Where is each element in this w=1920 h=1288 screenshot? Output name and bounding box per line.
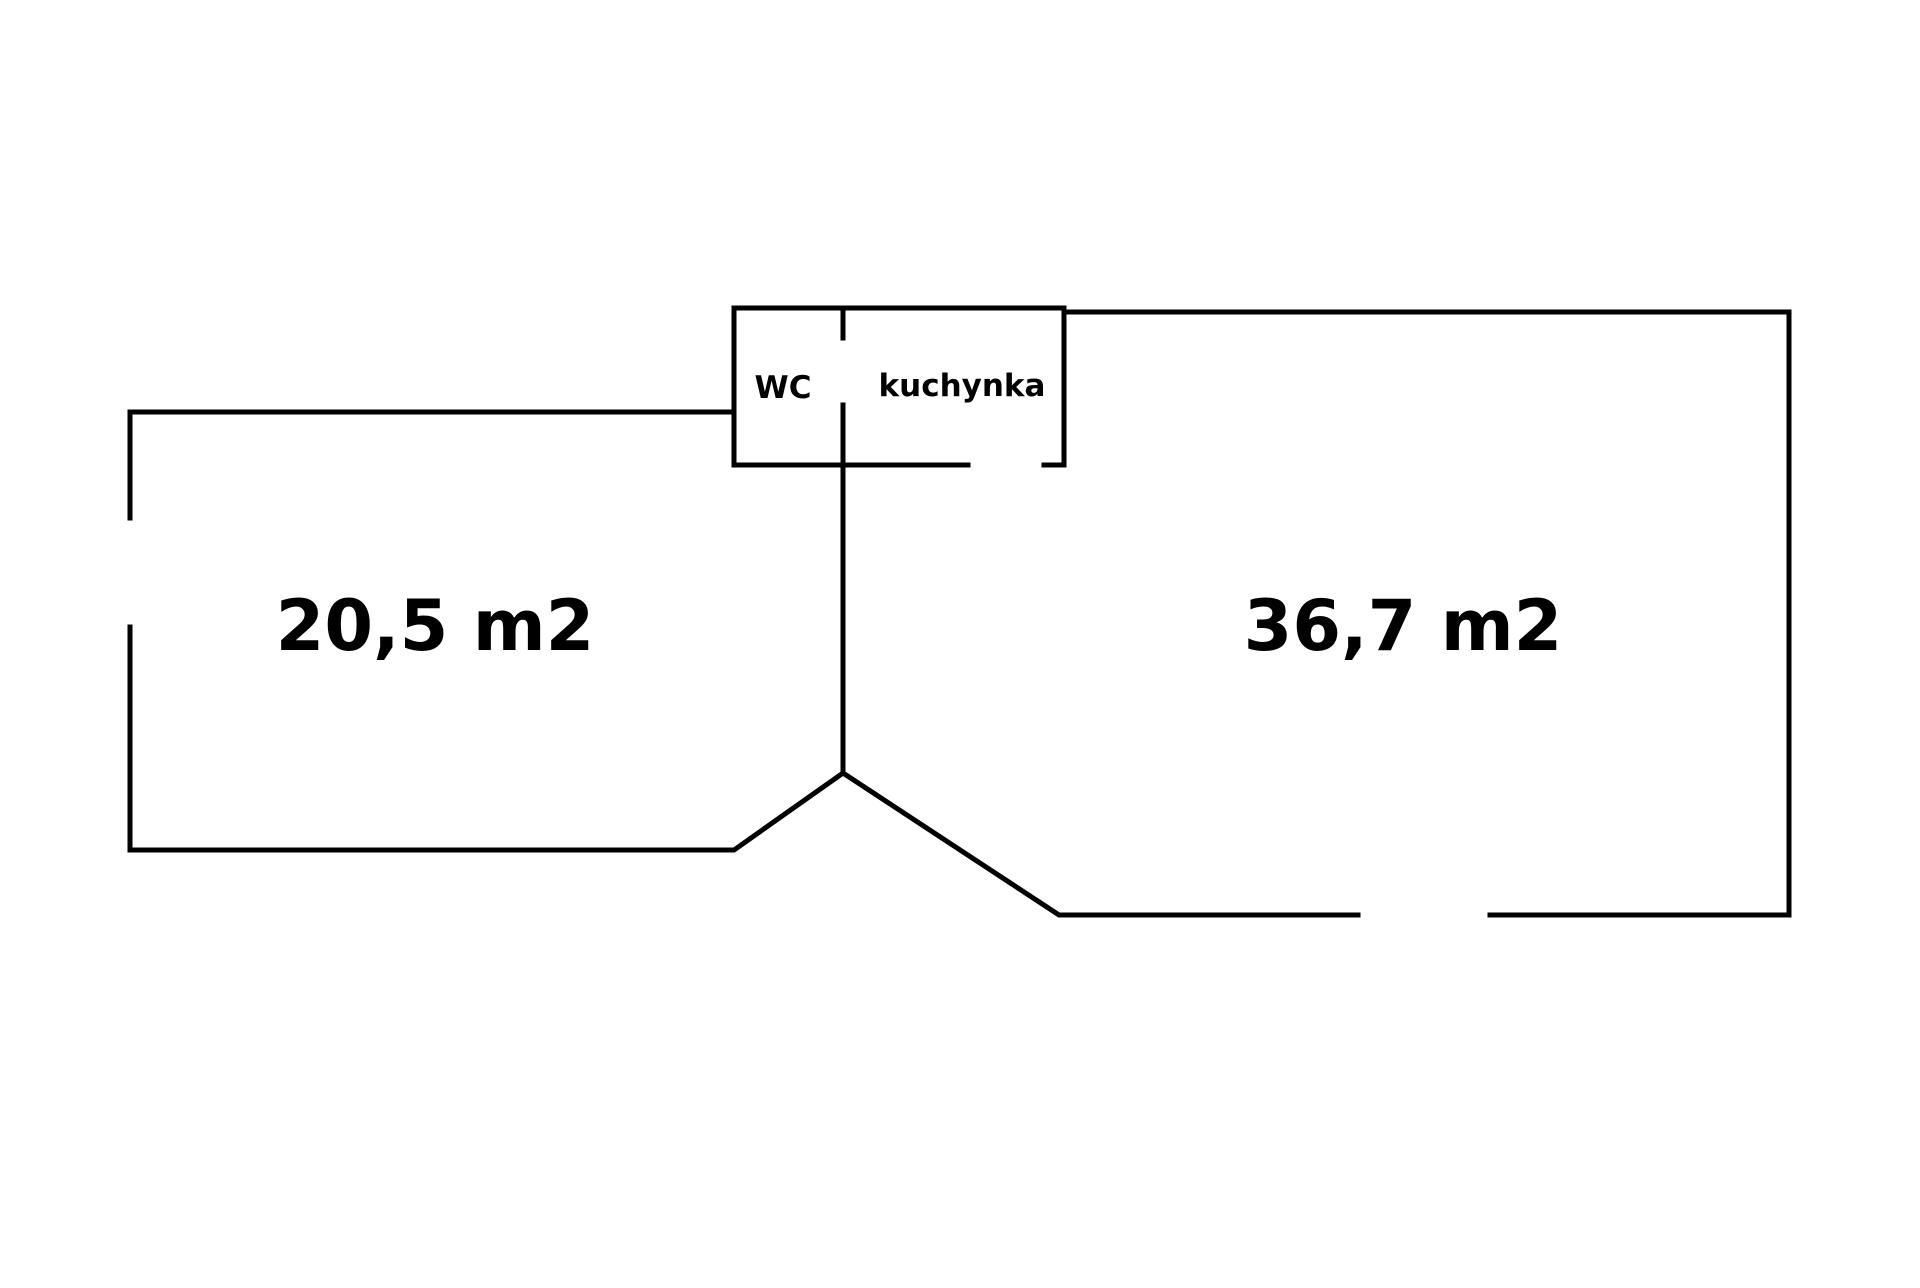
wc-label: WC <box>755 370 812 406</box>
right-room-area-label: 36,7 m2 <box>1244 585 1563 667</box>
right-room-wall-outer <box>1061 309 1792 918</box>
walls <box>127 305 1792 918</box>
left-room-wall-top-left <box>127 409 737 521</box>
kitchenette-label: kuchynka <box>879 368 1046 404</box>
left-room-wall-bottom <box>127 624 847 853</box>
wc-wall-left-top <box>731 305 1067 468</box>
right-room-wall-bottom-diagonal <box>839 769 1361 918</box>
left-room-area-label: 20,5 m2 <box>276 585 595 667</box>
labels: 20,5 m2 36,7 m2 WC kuchynka <box>276 368 1563 667</box>
